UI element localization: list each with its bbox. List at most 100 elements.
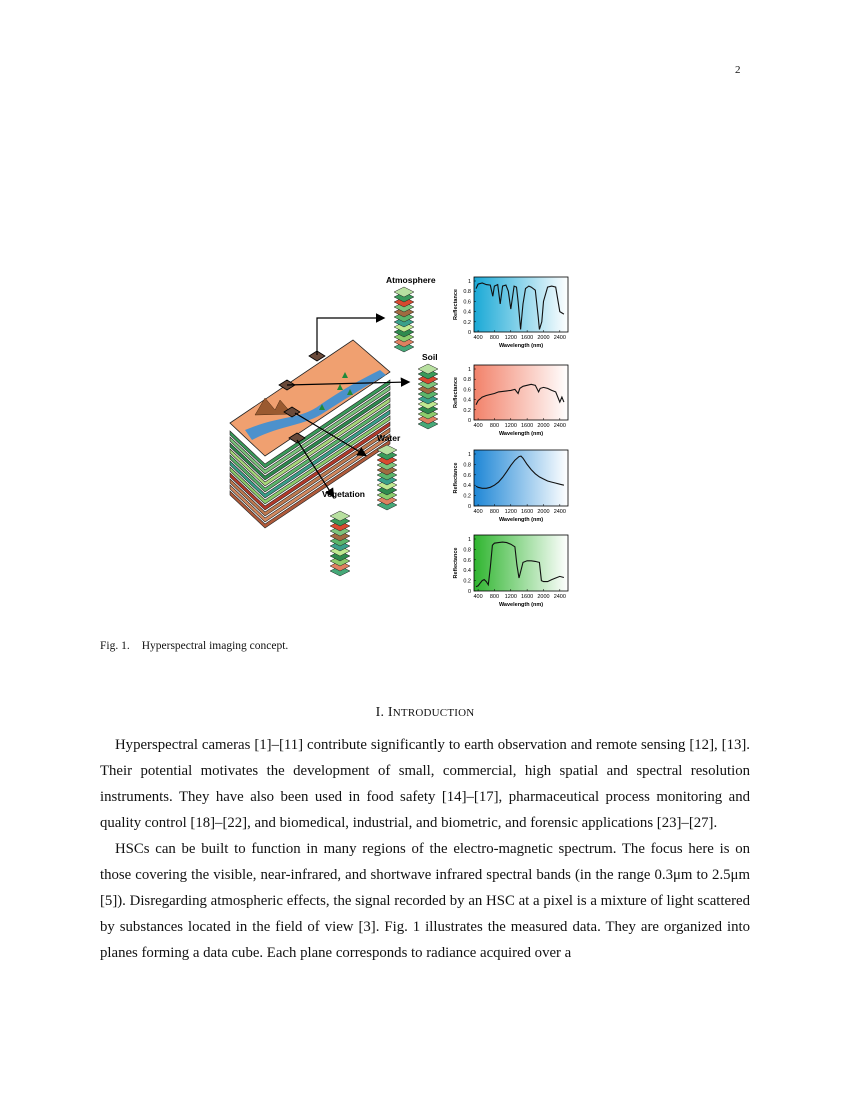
tree-icon (337, 384, 343, 390)
band-layer (393, 286, 415, 298)
cube-layer (229, 415, 391, 505)
x-tick-label: 800 (490, 594, 499, 600)
chart-plot-area (473, 449, 569, 507)
x-tick-label: 800 (490, 335, 499, 341)
cube-layer (229, 409, 391, 499)
x-tick-label: 2000 (537, 423, 549, 429)
x-axis-label: Wavelength (nm) (499, 431, 543, 437)
vegetation-band-stack (329, 510, 351, 577)
x-tick-label: 1200 (505, 509, 517, 515)
y-tick-label: 0.4 (463, 310, 471, 316)
y-tick-label: 0.4 (463, 483, 471, 489)
reflectance-line (475, 383, 565, 405)
caption-text: Hyperspectral imaging concept. (141, 640, 289, 652)
hill-shape (254, 397, 293, 416)
cube-layer (229, 427, 391, 517)
chart-plot-area (473, 364, 569, 421)
x-tick-label: 2400 (554, 423, 566, 429)
y-tick-label: 0.2 (463, 408, 471, 414)
y-tick-label: 0.8 (463, 462, 471, 468)
pixel-marker (308, 350, 326, 362)
y-tick-label: 0.6 (463, 299, 471, 305)
cube-layer (229, 397, 391, 487)
y-tick-label: 0.6 (463, 473, 471, 479)
section-number: I. (375, 705, 385, 720)
x-tick-label: 2400 (554, 594, 566, 600)
vegetation-label: Vegetation (322, 489, 365, 499)
y-axis-label: Reflectance (453, 377, 459, 408)
x-tick-label: 2400 (554, 509, 566, 515)
y-tick-label: 0.2 (463, 320, 471, 326)
y-tick-label: 0.8 (463, 377, 471, 383)
y-tick-label: 0.4 (463, 398, 471, 404)
cube-layer (229, 433, 391, 523)
x-tick-label: 2000 (537, 594, 549, 600)
x-tick-label: 1200 (505, 594, 517, 600)
y-tick-label: 0.2 (463, 579, 471, 585)
y-axis-label: Reflectance (453, 289, 459, 320)
x-tick-label: 1600 (521, 423, 533, 429)
x-tick-label: 2000 (537, 335, 549, 341)
reflectance-line (475, 282, 565, 330)
caption-label: Fig. 1. (100, 640, 130, 652)
data-cube (229, 339, 391, 529)
water-band-stack (376, 444, 398, 511)
soil-label: Soil (422, 352, 438, 362)
cube-layer (229, 379, 391, 469)
x-axis-label: Wavelength (nm) (499, 517, 543, 523)
y-tick-label: 0 (468, 589, 471, 595)
page-number: 2 (735, 64, 741, 76)
y-axis-label: Reflectance (453, 463, 459, 494)
water-label: Water (377, 433, 401, 443)
water-arrow (294, 412, 368, 457)
x-tick-label: 1600 (521, 509, 533, 515)
paragraph: HSCs can be built to function in many re… (100, 841, 750, 961)
y-tick-label: 1 (468, 367, 471, 373)
y-tick-label: 1 (468, 452, 471, 458)
y-tick-label: 0.6 (463, 558, 471, 564)
pixel-marker (283, 406, 301, 418)
y-tick-label: 0 (468, 330, 471, 336)
chart-plot-area (473, 534, 569, 592)
x-tick-label: 2000 (537, 509, 549, 515)
spectral-chart-soil: 0 0.2 0.4 0.6 0.8 1 400 800 1200 1600 2000 2400Wave… (453, 364, 569, 437)
section-title: INTRODUCTION (387, 705, 475, 720)
pixel-marker (288, 432, 306, 444)
paragraph: Hyperspectral cameras [1]–[11] contribut… (100, 737, 750, 831)
y-tick-label: 1 (468, 537, 471, 543)
atmosphere-arrow (316, 313, 386, 355)
y-axis-label: Reflectance (453, 548, 459, 579)
river-shape (245, 370, 386, 440)
soil-arrow (286, 377, 411, 387)
cube-layer (229, 385, 391, 475)
band-layer (417, 363, 439, 375)
x-tick-label: 800 (490, 509, 499, 515)
x-tick-label: 400 (473, 335, 482, 341)
y-tick-label: 1 (468, 279, 471, 285)
x-tick-label: 2400 (554, 335, 566, 341)
cube-layer (229, 391, 391, 481)
tree-icon (319, 404, 325, 410)
x-tick-label: 800 (490, 423, 499, 429)
figure-caption: Fig. 1. Hyperspectral imaging concept. (100, 640, 288, 652)
y-tick-label: 0 (468, 418, 471, 424)
x-tick-label: 1600 (521, 594, 533, 600)
cube-layer (229, 403, 391, 493)
x-tick-label: 400 (473, 509, 482, 515)
x-tick-label: 1200 (505, 423, 517, 429)
x-axis-label: Wavelength (nm) (499, 343, 543, 349)
y-tick-label: 0 (468, 504, 471, 510)
hyperspectral-figure: Atmosphere Soil Water Vegetation 00.20.4… (229, 275, 569, 608)
x-tick-label: 400 (473, 423, 482, 429)
cube-layer (229, 421, 391, 511)
body-text: Hyperspectral cameras [1]–[11] contribut… (100, 732, 750, 966)
y-tick-label: 0.2 (463, 494, 471, 500)
y-tick-label: 0.6 (463, 387, 471, 393)
pixel-arrows (286, 313, 411, 499)
spectral-chart-water: 0 0.2 0.4 0.6 0.8 1 400 800 1200 1600 2000 2400Wave… (453, 449, 569, 523)
cube-layer (229, 439, 391, 529)
reflectance-line (475, 541, 565, 588)
y-tick-label: 0.8 (463, 289, 471, 295)
